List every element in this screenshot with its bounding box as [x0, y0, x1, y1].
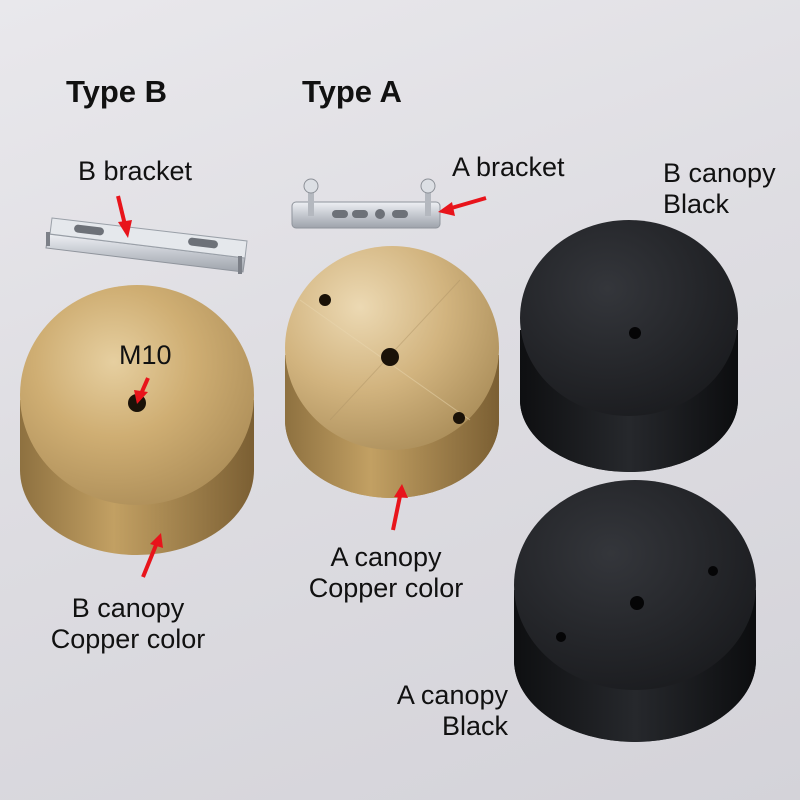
b-canopy-black-label: B canopy Black	[663, 158, 776, 220]
a-canopy-black	[514, 480, 756, 742]
arrow-a-canopy-copper	[391, 484, 408, 531]
b-canopy-black-line2: Black	[663, 189, 730, 220]
type-a-heading: Type A	[302, 74, 402, 109]
arrow-m10	[134, 377, 150, 404]
b-canopy-copper-line2: Copper color	[50, 624, 206, 655]
m10-label: M10	[119, 340, 172, 370]
b-canopy-black	[520, 220, 738, 472]
b-canopy-copper-label: B canopy Copper color	[42, 593, 214, 655]
a-bracket	[291, 178, 441, 229]
arrow-a-bracket	[438, 196, 487, 216]
b-canopy-black-line1: B canopy	[663, 158, 776, 188]
type-b-heading: Type B	[66, 74, 168, 109]
a-bracket-label: A bracket	[452, 152, 565, 182]
b-bracket	[45, 217, 248, 274]
arrow-b-bracket	[116, 195, 132, 238]
b-canopy-copper-line1: B canopy	[71, 593, 185, 623]
a-canopy-copper-line2: Copper color	[308, 573, 464, 604]
a-canopy-black-line2: Black	[441, 711, 508, 742]
a-canopy-copper-line1: A canopy	[330, 542, 442, 572]
annotation-arrows	[116, 195, 487, 578]
b-bracket-label: B bracket	[78, 156, 193, 186]
a-canopy-black-line1: A canopy	[396, 680, 508, 710]
a-canopy-black-label: A canopy Black	[382, 680, 508, 742]
b-canopy-copper	[20, 285, 254, 555]
a-canopy-copper	[285, 246, 499, 498]
a-canopy-copper-label: A canopy Copper color	[300, 542, 472, 604]
arrow-b-canopy-copper	[141, 533, 163, 578]
